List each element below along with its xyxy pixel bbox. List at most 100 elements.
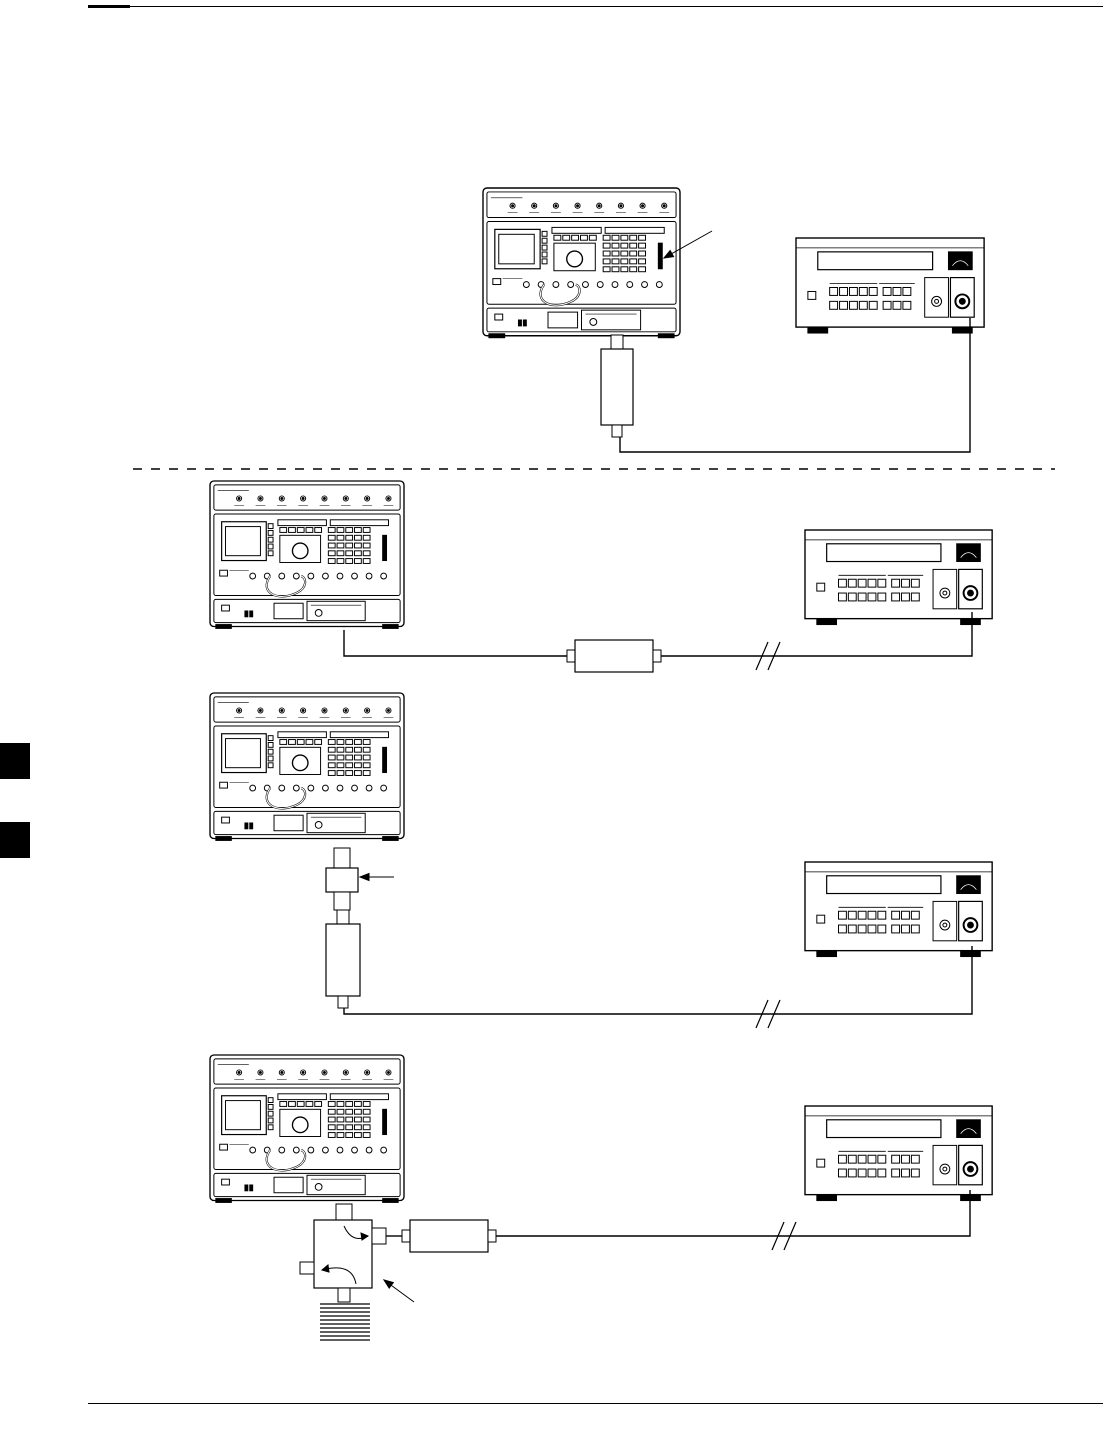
key-button [630, 259, 637, 264]
key-button [328, 755, 335, 760]
meter-power-switch [817, 583, 825, 591]
key-button [328, 543, 335, 548]
analyzer-foot [658, 334, 674, 338]
key-button [355, 543, 362, 548]
key-button [612, 251, 619, 256]
key-button [346, 1125, 353, 1130]
meter-key [911, 593, 919, 601]
meter-key [903, 288, 911, 296]
meter-power-switch [817, 1159, 825, 1167]
analyzer-display-screen [499, 234, 534, 264]
key-button [346, 1133, 353, 1138]
lower-switch [222, 1179, 230, 1185]
lower-terminal [250, 1185, 253, 1191]
analyzer-foot [489, 334, 505, 338]
meter-power-switch [817, 915, 825, 923]
attenuator-setup-2 [567, 640, 661, 672]
top-connector-pin [555, 205, 557, 207]
signal-bar-meter [383, 535, 387, 560]
key-button [603, 251, 610, 256]
key-button [346, 740, 353, 745]
front-connector-icon [352, 1147, 358, 1153]
coupler-side-connector [300, 1262, 314, 1274]
key-button [346, 1102, 353, 1107]
meter-key [903, 301, 911, 309]
meter-key [830, 301, 838, 309]
meter-key [849, 301, 857, 309]
key-button [346, 559, 353, 564]
key-button [581, 235, 588, 240]
top-connector-pin [281, 709, 283, 711]
key-button [363, 1125, 370, 1130]
meter-key [858, 911, 866, 919]
softkey-button [268, 537, 273, 542]
attenuator-setup-4 [402, 1220, 496, 1252]
lower-module [274, 815, 303, 831]
front-connector-icon [523, 282, 529, 288]
signal-bar-meter [658, 243, 662, 269]
top-connector-pin [302, 709, 304, 711]
meter-key [838, 1169, 846, 1177]
softkey-button [268, 736, 273, 741]
meter-key [892, 1169, 900, 1177]
key-button [346, 1109, 353, 1114]
key-button [346, 551, 353, 556]
sensor-connector-pin [968, 922, 974, 928]
key-button [297, 1102, 304, 1107]
tuning-knob-icon [567, 251, 583, 267]
key-button [337, 1117, 344, 1122]
key-button [337, 1102, 344, 1107]
top-connector-pin [642, 205, 644, 207]
lower-switch [495, 314, 503, 320]
power-switch [220, 570, 228, 576]
meter-key [911, 1155, 919, 1163]
key-button [280, 740, 287, 745]
meter-key [868, 1169, 876, 1177]
key-button [289, 740, 296, 745]
softkey-button [268, 1098, 273, 1103]
attenuator-setup-1 [601, 335, 633, 437]
key-button [355, 1133, 362, 1138]
front-connector-icon [279, 1147, 285, 1153]
key-button [315, 528, 322, 533]
meter-key [848, 579, 856, 587]
key-button [328, 1102, 335, 1107]
key-button [612, 259, 619, 264]
key-button [328, 740, 335, 745]
key-button [328, 1133, 335, 1138]
attenuator-body [326, 924, 360, 996]
softkey-button [542, 231, 547, 236]
key-button [612, 267, 619, 272]
lower-terminal [523, 320, 526, 326]
softkey-button [542, 245, 547, 250]
attenuator-body [410, 1220, 488, 1252]
key-button [289, 1102, 296, 1107]
keypad-group-header [278, 1094, 327, 1100]
key-button [337, 747, 344, 752]
meter-key [911, 1169, 919, 1177]
key-button [612, 235, 619, 240]
key-button [337, 1133, 344, 1138]
signal-bar-meter [383, 1109, 387, 1134]
key-button [306, 1102, 313, 1107]
front-connector-icon [250, 573, 256, 579]
meter-key [911, 579, 919, 587]
key-button [563, 235, 570, 240]
key-button [337, 1109, 344, 1114]
analyzer-foot [383, 625, 399, 629]
meter-key [869, 288, 877, 296]
key-button [621, 251, 628, 256]
front-connector-icon [582, 282, 588, 288]
key-button [297, 740, 304, 745]
key-button [337, 771, 344, 776]
sensor-connector-pin [959, 298, 965, 304]
meter-key [869, 301, 877, 309]
key-button [363, 528, 370, 533]
meter-key [892, 1155, 900, 1163]
power-switch [220, 782, 228, 788]
front-connector-icon [553, 282, 559, 288]
front-connector-icon [308, 573, 314, 579]
power-meter-setup-3 [805, 862, 992, 957]
softkey-button [542, 252, 547, 257]
rf-port-icon [590, 319, 597, 326]
